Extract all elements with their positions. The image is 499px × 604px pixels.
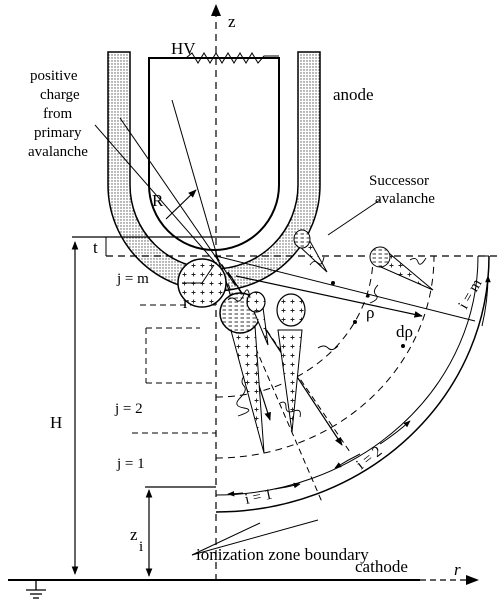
radius-R-label: R — [152, 191, 164, 210]
anode-electrode — [107, 51, 321, 292]
anode-label: anode — [333, 85, 374, 104]
avalanche-cone — [219, 292, 265, 454]
positive-charge-label-5: avalanche — [28, 144, 88, 160]
j-2-label: j = 2 — [114, 401, 143, 417]
i-m-label: i = m — [456, 276, 486, 312]
photon-squiggles — [227, 256, 427, 418]
rho-radius-line — [235, 275, 423, 318]
ionization-boundary-label: ionization zone boundary — [196, 545, 369, 564]
ground-symbol — [26, 580, 46, 599]
positive-charge-label-4: primary — [34, 125, 82, 141]
zi-subscript: i — [139, 539, 143, 555]
avalanche-cone — [276, 293, 306, 433]
successor-avalanche — [293, 229, 328, 273]
ionization-sites — [331, 281, 405, 348]
ionization-shells — [215, 255, 435, 459]
j-level-lines — [132, 304, 216, 434]
z-axis-arrowhead — [211, 4, 221, 16]
r-small-label: r — [183, 293, 189, 312]
i-2-label: i = 2 — [354, 444, 386, 474]
positive-charge-label-2: charge — [40, 87, 80, 103]
i-1-arrow-a — [227, 490, 244, 497]
i-2-arrow-b — [379, 420, 411, 445]
j-m-label: j = m — [116, 271, 149, 287]
zi-label: z — [130, 525, 138, 544]
cathode-label: cathode — [355, 557, 408, 576]
avalanche-cone — [246, 291, 269, 346]
t-label: t — [93, 238, 98, 257]
positive-charge-label-3: from — [43, 106, 72, 122]
primary-charge-cloud — [177, 258, 227, 308]
rho-label: ρ — [366, 303, 374, 322]
H-label: H — [50, 413, 62, 432]
successor-avalanche — [369, 246, 434, 291]
i-m-arrow — [481, 275, 491, 327]
r-axis-arrowhead — [466, 575, 479, 585]
i-1-arrow-b — [274, 482, 301, 490]
successor-label-2: avalanche — [375, 191, 435, 207]
leader-lines — [94, 99, 381, 556]
z-axis-label: z — [228, 12, 236, 31]
i-1-label: i = 1 — [244, 487, 274, 508]
i-2-arrow-a — [334, 453, 361, 469]
positive-charge-label-1: positive — [30, 68, 78, 84]
radius-R-arrow — [165, 189, 197, 220]
j-1-label: j = 1 — [116, 456, 145, 472]
hv-label: HV — [171, 39, 196, 58]
r-axis-label: r — [454, 560, 461, 579]
successor-label-1: Successor — [369, 173, 429, 189]
d-rho-label: dρ — [396, 322, 413, 341]
ionization-zone-boundary — [215, 255, 490, 513]
